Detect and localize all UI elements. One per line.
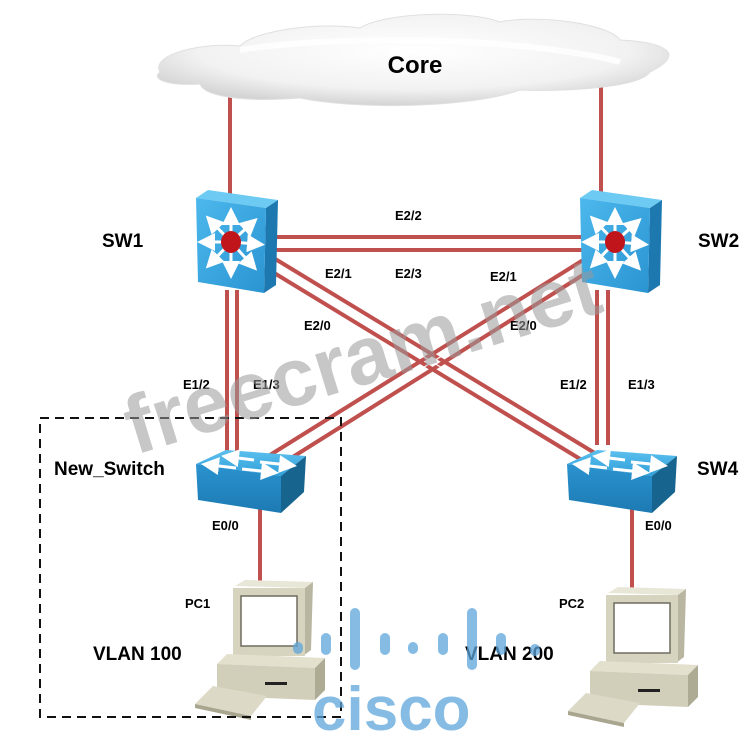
sw4-device[interactable] [567, 449, 677, 513]
port-newswitch-e1-2: E1/2 [183, 377, 210, 392]
port-sw1-sw2-e2-2: E2/2 [395, 208, 422, 223]
core-cloud[interactable]: Core [157, 13, 670, 107]
port-sw1-sw2-e2-3: E2/3 [395, 266, 422, 281]
port-newswitch-e0-0: E0/0 [212, 518, 239, 533]
pc2-label: PC2 [559, 596, 584, 611]
new-switch-scope-box [39, 417, 342, 718]
new-switch-device[interactable] [196, 449, 306, 513]
freecram-watermark-text: freecram.net [114, 241, 611, 472]
pc1-device[interactable] [195, 580, 325, 720]
vlan-200-label: VLAN 200 [465, 644, 554, 665]
link-sw1-sw4-e2-0 [264, 266, 592, 467]
port-sw4-e1-2: E1/2 [560, 377, 587, 392]
sw1-label: SW1 [102, 231, 144, 252]
link-sw2-newswitch-e2-1 [268, 255, 590, 457]
sw4-arrows-icon [572, 449, 668, 480]
freecram-watermark: freecram.net [114, 241, 611, 472]
port-labels: E2/2 E2/3 E2/1 E2/0 E2/1 E2/0 E1/2 E1/3 … [183, 208, 672, 533]
core-label: Core [388, 52, 443, 79]
new-switch-arrows-icon [201, 449, 297, 480]
pc1-label: PC1 [185, 596, 210, 611]
port-sw4-e1-3: E1/3 [628, 377, 655, 392]
cisco-bars-icon [293, 608, 540, 670]
sw2-label: SW2 [698, 231, 739, 252]
port-sw2-e2-1: E2/1 [490, 269, 517, 284]
link-sw1-sw4-e2-1 [270, 255, 600, 457]
port-sw1-e2-1: E2/1 [325, 266, 352, 281]
sw1-device[interactable] [196, 190, 278, 293]
port-sw2-e2-0: E2/0 [510, 318, 537, 333]
sw4-label: SW4 [697, 459, 739, 480]
pc2-device[interactable] [568, 587, 698, 727]
cisco-watermark: cisco [293, 608, 540, 737]
vlan-100-label: VLAN 100 [93, 644, 182, 665]
port-sw4-e0-0: E0/0 [645, 518, 672, 533]
cisco-watermark-text: cisco [312, 675, 471, 737]
new-switch-label: New_Switch [54, 459, 165, 480]
port-newswitch-e1-3: E1/3 [253, 377, 280, 392]
sw2-device[interactable] [580, 190, 662, 293]
link-sw2-newswitch-e2-0 [278, 266, 596, 467]
port-sw1-e2-0: E2/0 [304, 318, 331, 333]
links [225, 80, 634, 590]
